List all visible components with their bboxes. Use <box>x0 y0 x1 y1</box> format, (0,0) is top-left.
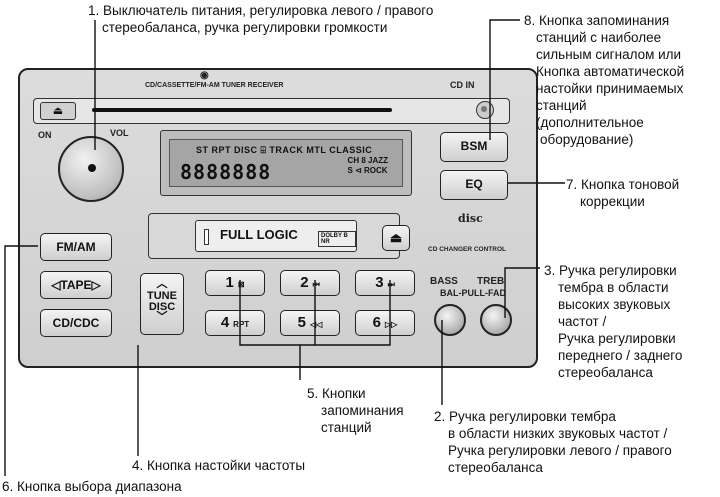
annotation-line: 6. Кнопка выбора диапазона <box>2 479 182 494</box>
preset-sub-icon: ▷▷ <box>385 320 398 329</box>
eject-button[interactable]: ⏏ <box>40 102 76 120</box>
preset-button-2[interactable]: 2⏮ <box>280 270 340 296</box>
annotation-2: 2. Ручка регулировки тембра в области ни… <box>434 408 672 476</box>
preset-button-5[interactable]: 5◁◁ <box>280 310 340 336</box>
annotation-line: (дополнительное <box>536 115 644 130</box>
cd-in-label: CD IN <box>450 80 475 90</box>
annotation-line: 4. Кнопка настойки частоты <box>132 458 306 473</box>
preset-number: 1 <box>225 274 234 291</box>
preset-sub-icon: ⏮ <box>312 280 320 289</box>
cd-changer-label: CD CHANGER CONTROL <box>428 246 506 253</box>
annotation-line: 5. Кнопки <box>307 386 366 401</box>
fm-am-button[interactable]: FM/AM <box>40 233 112 261</box>
preset-sub-icon: RPT <box>233 320 250 329</box>
annotation-line: тембра в области <box>558 280 669 295</box>
full-logic-label: FULL LOGIC <box>220 227 298 242</box>
lcd-side-line: CH 8 JAZZ <box>347 156 388 165</box>
annotation-line: Ручка регулировки <box>558 331 676 346</box>
bsm-button[interactable]: BSM <box>440 132 508 162</box>
preset-number: 2 <box>300 274 309 291</box>
treb-label: TREB <box>477 276 505 287</box>
preset-button-6[interactable]: 6▷▷ <box>355 310 415 336</box>
eq-button[interactable]: EQ <box>440 170 508 200</box>
tune-label: TUNE <box>147 290 177 302</box>
annotation-line: 3. Ручка регулировки <box>544 263 677 278</box>
treble-fader-knob[interactable] <box>480 304 512 336</box>
tune-up-arrow-icon: ︿ <box>156 278 168 290</box>
preset-number: 4 <box>220 314 230 331</box>
annotation-line: стереобаланса, ручка регулировки громкос… <box>102 20 388 35</box>
annotation-line: частот / <box>558 314 607 329</box>
annotation-line: высоких звуковых <box>558 297 671 312</box>
bass-balance-knob[interactable] <box>434 304 466 336</box>
annotation-3: 3. Ручка регулировки тембра в области вы… <box>544 262 682 381</box>
annotation-4: 4. Кнопка настойки частоты <box>132 457 305 474</box>
compact-disc-logo: disc <box>458 212 483 225</box>
on-label: ON <box>38 130 52 140</box>
preset-number: 6 <box>372 314 382 331</box>
cassette-eject-button[interactable]: ⏏ <box>382 225 410 251</box>
annotation-line: станций <box>321 420 372 435</box>
tune-down-arrow-icon: ﹀ <box>156 311 168 323</box>
receiver-label: CD/CASSETTE/FM-AM TUNER RECEIVER <box>145 82 284 89</box>
annotation-line: стереобаланса <box>558 365 653 380</box>
lcd-digits: 8888888 <box>180 160 272 184</box>
car-radio-unit: CD/CASSETTE/FM-AM TUNER RECEIVER CD IN ◉… <box>18 68 538 368</box>
annotation-line: 7. Кнопка тоновой <box>566 177 680 192</box>
preset-number: 5 <box>297 314 307 331</box>
annotation-line: коррекции <box>580 194 645 209</box>
preset-sub-icon: ◁◁ <box>310 320 323 329</box>
annotation-5: 5. Кнопки запоминания станций <box>307 385 404 436</box>
disc-label: DISC <box>148 301 176 313</box>
annotation-line: Ручка регулировки левого / правого <box>448 443 672 458</box>
annotation-line: запоминания <box>321 403 404 418</box>
cassette-window[interactable]: FULL LOGIC DOLBY B NR <box>195 220 357 252</box>
annotation-6: 6. Кнопка выбора диапазона <box>2 478 182 495</box>
annotation-1: 1. Выключатель питания, регулировка лево… <box>88 2 433 36</box>
annotation-line: в области низких звуковых частот / <box>448 426 668 441</box>
preset-sub-icon: ⏭ <box>387 280 395 289</box>
annotation-line: Кнопка автоматической <box>536 64 685 79</box>
preset-sub-icon: ⊠ <box>237 280 245 289</box>
preset-button-3[interactable]: 3⏭ <box>355 270 415 296</box>
lcd-side-line: S ⊲ ROCK <box>347 166 388 175</box>
tape-marker-icon <box>204 229 209 245</box>
annotation-8: 8. Кнопка запоминания станций с наиболее… <box>524 12 684 148</box>
annotation-line: настойки принимаемых <box>536 81 684 96</box>
annotation-line: станций <box>536 98 587 113</box>
annotation-line: стереобаланса <box>448 460 543 475</box>
bass-label: BASS <box>430 276 458 287</box>
annotation-line: оборудование) <box>540 132 634 147</box>
annotation-line: 2. Ручка регулировки тембра <box>434 409 616 424</box>
brand-logo-icon: ◉ <box>200 70 209 81</box>
annotation-line: 1. Выключатель питания, регулировка лево… <box>88 3 434 18</box>
annotation-7: 7. Кнопка тоновой коррекции <box>566 176 679 210</box>
tape-button[interactable]: ◁TAPE▷ <box>40 271 112 299</box>
lcd-screen: ST RPT DISC ⌹ TRACK MTL CLASSIC 8888888 … <box>169 139 403 187</box>
power-volume-knob[interactable] <box>58 136 124 202</box>
cd-in-indicator-icon <box>476 101 494 119</box>
annotation-line: переднего / заднего <box>558 348 683 363</box>
bal-pull-fad-label: BAL-PULL-FAD <box>440 288 506 298</box>
preset-button-1[interactable]: 1⊠ <box>205 270 265 296</box>
lcd-display: ST RPT DISC ⌹ TRACK MTL CLASSIC 8888888 … <box>160 130 412 196</box>
cd-slot-frame: ⏏ <box>33 98 510 124</box>
vol-label: VOL <box>110 128 129 138</box>
tune-disc-rocker[interactable]: ︿ TUNE DISC ﹀ <box>140 273 184 335</box>
cd-cdc-button[interactable]: CD/CDC <box>40 309 112 337</box>
lcd-indicator-tags: ST RPT DISC ⌹ TRACK MTL CLASSIC <box>196 145 373 155</box>
annotation-line: сильным сигналом или <box>536 47 682 62</box>
annotation-line: станций с наиболее <box>536 30 662 45</box>
preset-number: 3 <box>375 274 384 291</box>
annotation-line: 8. Кнопка запоминания <box>524 13 670 28</box>
knob-center-icon <box>88 164 96 172</box>
dolby-label: DOLBY B NR <box>318 231 356 247</box>
lcd-side-indicators: CH 8 JAZZ S ⊲ ROCK <box>348 156 388 176</box>
cassette-deck: FULL LOGIC DOLBY B NR <box>148 213 400 259</box>
cd-slot[interactable] <box>92 108 392 112</box>
